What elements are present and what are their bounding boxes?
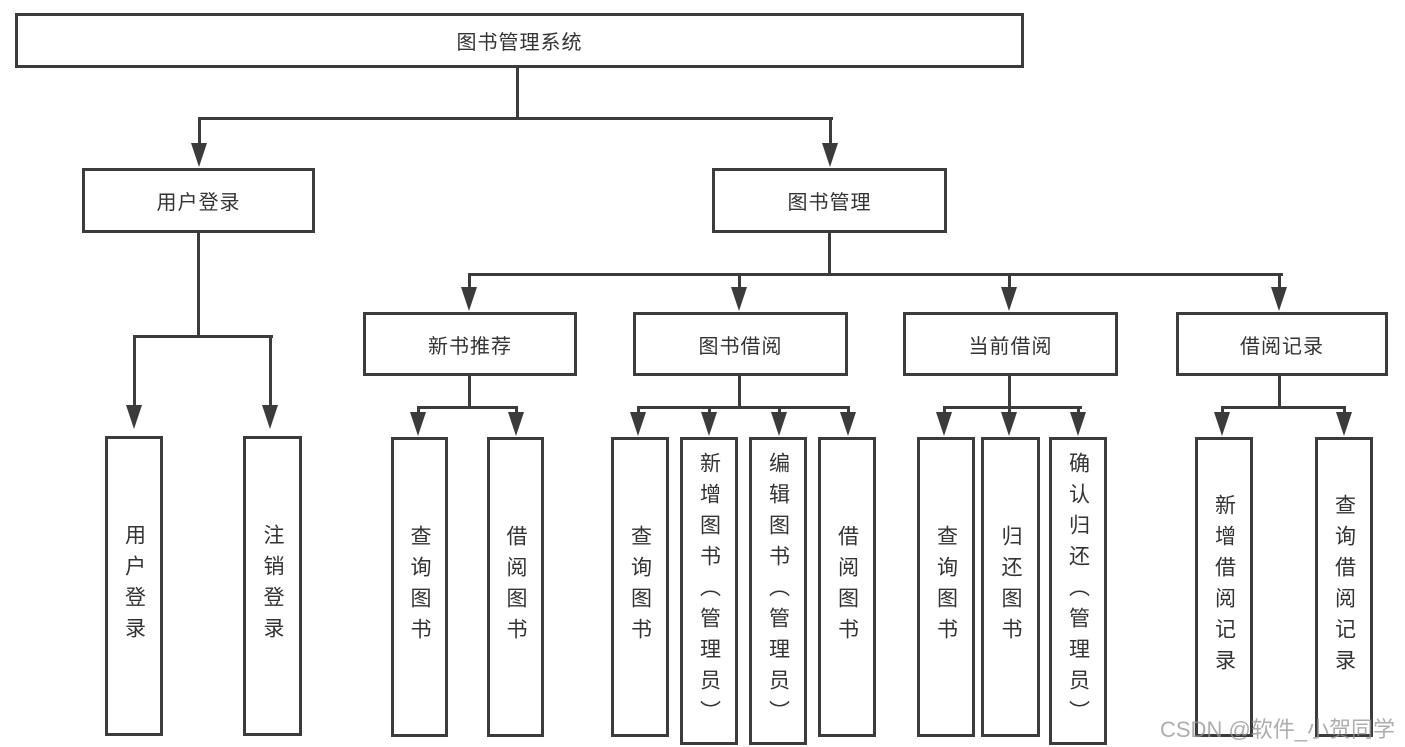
node-borrow-records: 借阅记录 (1176, 312, 1388, 376)
connector-root-hline (198, 117, 833, 120)
arrow-down-icon (1070, 412, 1086, 436)
node-book-management: 图书管理 (712, 168, 947, 233)
node-book-borrow: 图书借阅 (633, 312, 848, 376)
connector-stem-leaf-logout (269, 335, 272, 405)
leaf-add-books-admin: 新增图书（管理员） (680, 437, 738, 745)
arrow-down-icon (731, 287, 747, 311)
connector-stem-user-login (198, 117, 201, 145)
leaf-borrow-books: 借阅图书 (487, 437, 544, 737)
connector-stem (778, 406, 781, 414)
node-root: 图书管理系统 (15, 13, 1024, 68)
connector-stem (1343, 406, 1346, 414)
node-current-borrow: 当前借阅 (903, 312, 1118, 376)
connector-stem (1077, 406, 1080, 414)
leaf-borrow-books: 借阅图书 (818, 437, 876, 737)
leaf-query-books: 查询图书 (917, 437, 975, 737)
arrow-down-icon (1001, 412, 1017, 436)
connector-borrow-records-stub (1278, 376, 1281, 408)
arrow-down-icon (410, 412, 426, 436)
arrow-down-icon (630, 412, 646, 436)
connector-stem-leaf-login (133, 335, 136, 405)
node-user-login: 用户登录 (82, 168, 315, 233)
connector-book-management-hline (468, 273, 1283, 276)
connector-user-login-hline (133, 335, 273, 338)
leaf-confirm-return-admin: 确认归还（管理员） (1049, 437, 1107, 745)
leaf-edit-books-admin: 编辑图书（管理员） (749, 437, 807, 745)
connector-current-borrow-stub (1008, 376, 1011, 408)
leaf-query-books: 查询图书 (391, 437, 448, 737)
leaf-add-borrow-record: 新增借阅记录 (1195, 437, 1253, 737)
connector-stem-new-book (468, 273, 471, 287)
connector-stem (637, 406, 640, 414)
arrow-down-icon (822, 143, 838, 167)
connector-new-book-hline (417, 406, 518, 409)
arrow-down-icon (701, 412, 717, 436)
connector-stem (1221, 406, 1224, 414)
connector-stem-current-borrow (1008, 273, 1011, 287)
leaf-logout: 注销登录 (243, 436, 302, 736)
arrow-down-icon (262, 405, 278, 429)
connector-book-management-stub (828, 233, 831, 275)
connector-stem (943, 406, 946, 414)
connector-stem-book-borrow (738, 273, 741, 287)
connector-current-borrow-hline (943, 406, 1082, 409)
connector-stem (417, 406, 420, 414)
leaf-query-borrow-record: 查询借阅记录 (1315, 437, 1373, 737)
leaf-query-books: 查询图书 (611, 437, 669, 737)
connector-borrow-records-hline (1221, 406, 1346, 409)
connector-book-borrow-hline (637, 406, 850, 409)
connector-stem (1008, 406, 1011, 414)
connector-stem (847, 406, 850, 414)
leaf-return-books: 归还图书 (981, 437, 1040, 737)
connector-stem-book-management (829, 117, 832, 145)
csdn-watermark: CSDN @软件_小贺同学 (1160, 717, 1396, 742)
arrow-down-icon (936, 412, 952, 436)
connector-book-borrow-stub (738, 376, 741, 408)
connector-user-login-stub (197, 233, 200, 336)
arrow-down-icon (508, 412, 524, 436)
arrow-down-icon (126, 405, 142, 429)
leaf-user-login: 用户登录 (105, 436, 163, 736)
arrow-down-icon (1214, 412, 1230, 436)
connector-stem-borrow-records (1278, 273, 1281, 287)
arrow-down-icon (840, 412, 856, 436)
connector-new-book-stub (468, 376, 471, 408)
arrow-down-icon (1271, 287, 1287, 311)
arrow-down-icon (1336, 412, 1352, 436)
arrow-down-icon (191, 143, 207, 167)
arrow-down-icon (1001, 287, 1017, 311)
connector-root-stub (516, 68, 519, 118)
arrow-down-icon (771, 412, 787, 436)
connector-stem (515, 406, 518, 414)
connector-stem (708, 406, 711, 414)
arrow-down-icon (461, 287, 477, 311)
node-new-book-recommend: 新书推荐 (363, 312, 577, 376)
